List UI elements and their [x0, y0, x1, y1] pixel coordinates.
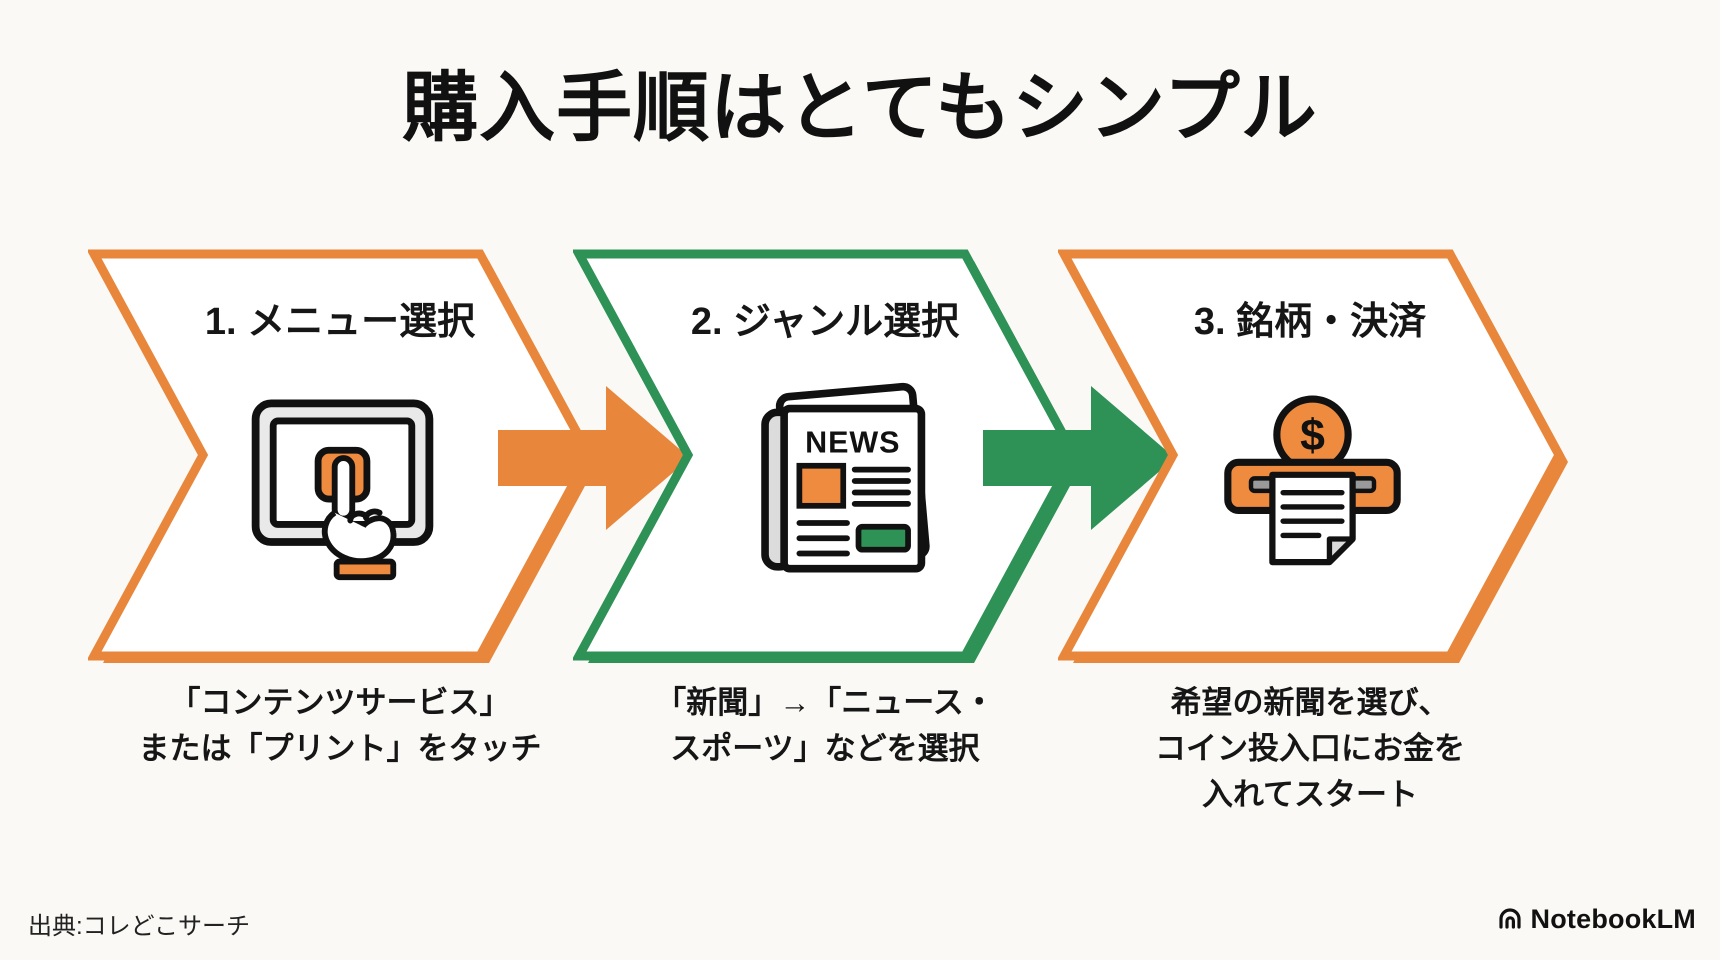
connector-arrow-2 [983, 386, 1175, 530]
step-1-label: 1. メニュー選択 [204, 301, 476, 343]
receipt-fold [1326, 536, 1356, 565]
right-arrow-icon [498, 386, 690, 530]
newspaper-text-lines-bottom [796, 520, 850, 557]
step-1-description: 「コンテンツサービス」 または「プリント」をタッチ [138, 685, 542, 766]
hand-knuckles [347, 508, 383, 524]
touch-screen-icon [251, 399, 434, 581]
dollar-sign: $ [1300, 411, 1325, 460]
step-3-label: 3. 銘柄・決済 [1193, 301, 1427, 343]
source-credit: 出典:コレどこサーチ [28, 913, 250, 940]
connector-arrow-1 [498, 386, 690, 530]
right-arrow-icon [983, 386, 1175, 530]
newspaper-text-lines [851, 466, 911, 507]
pointing-finger [331, 455, 356, 522]
notebooklm-wordmark: NotebookLM [1530, 904, 1696, 934]
hand-palm [321, 510, 397, 565]
newspaper-headline: NEWS [805, 425, 900, 459]
receipt-text-lines [1280, 489, 1345, 539]
step-2-label: 2. ジャンル選択 [690, 301, 960, 343]
notebooklm-icon [1498, 907, 1521, 929]
coin-payment-icon: $ [1224, 395, 1401, 566]
wrist-cuff [333, 558, 397, 581]
page-title: 購入手順はとてもシンプル [402, 66, 1318, 151]
step-3-description: 希望の新聞を選び、 コイン投入口にお金を 入れてスタート [1155, 685, 1465, 812]
step-2-description: 「新聞」→「ニュース・ スポーツ」などを選択 [655, 685, 995, 766]
notebooklm-logo: NotebookLM [1496, 904, 1696, 935]
newspaper-photo-block [796, 462, 847, 509]
newspaper-green-block [855, 523, 911, 553]
newspaper-icon: NEWS [761, 382, 930, 573]
